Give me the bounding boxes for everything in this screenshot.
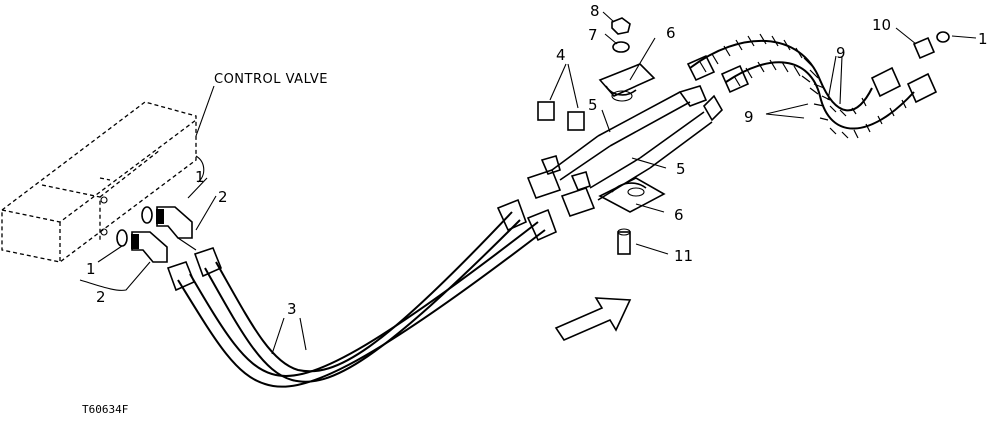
adapter-fitting-left xyxy=(526,155,562,199)
direction-arrow xyxy=(554,297,632,342)
callout-2-lower: 2 xyxy=(96,288,106,306)
callout-8: 8 xyxy=(590,2,600,20)
tube-end-fitting-upper xyxy=(678,85,708,107)
control-valve-label: CONTROL VALVE xyxy=(214,72,328,87)
o-ring-lower xyxy=(116,229,128,247)
clamp-upper xyxy=(598,63,656,102)
leader-lines xyxy=(79,11,977,355)
o-ring-upper xyxy=(141,206,153,224)
nut xyxy=(611,17,631,35)
callout-1-upper: 1 xyxy=(195,168,205,186)
wrapped-hose-end-lower xyxy=(720,64,750,94)
figure-id: T60634F xyxy=(82,403,128,416)
callout-2-upper: 2 xyxy=(218,188,228,206)
tube-lower xyxy=(589,111,713,201)
hose-assembly-rear xyxy=(193,198,528,383)
wrapped-hose-fitting-upper xyxy=(870,66,902,98)
callout-11: 11 xyxy=(674,247,693,265)
connector xyxy=(912,36,936,60)
control-valve-leader xyxy=(195,85,215,137)
callout-10: 10 xyxy=(872,16,891,34)
washer xyxy=(612,41,630,53)
callout-3: 3 xyxy=(287,300,297,318)
tube-upper xyxy=(551,91,691,181)
tube-end-fitting-lower xyxy=(703,94,723,122)
clamp-insert-left xyxy=(537,101,555,121)
wrapped-hose-fitting-lower xyxy=(906,72,938,104)
clamp-lower xyxy=(598,177,666,213)
clamp-insert-right xyxy=(567,111,585,131)
spacer xyxy=(617,231,631,255)
wrapped-hose-upper xyxy=(689,33,873,117)
elbow-fitting-upper xyxy=(156,206,197,251)
callout-5-upper: 5 xyxy=(588,96,598,114)
callout-6-lower: 6 xyxy=(674,206,684,224)
spacer-top xyxy=(617,228,631,236)
callout-9-upper: 9 xyxy=(836,44,846,62)
callout-5-lower: 5 xyxy=(676,160,686,178)
callout-7: 7 xyxy=(588,26,598,44)
wrapped-hose-lower xyxy=(725,59,915,139)
callout-6-upper: 6 xyxy=(666,24,676,42)
callout-9-lower: 9 xyxy=(744,108,754,126)
elbow-fitting-lower xyxy=(131,231,168,263)
callout-1-lower: 1 xyxy=(86,260,96,278)
o-ring-connector xyxy=(936,31,950,43)
control-valve xyxy=(1,101,197,263)
adapter-fitting-right xyxy=(560,171,596,217)
callout-1-connector: 1 xyxy=(978,30,988,48)
wrapped-hose-end-upper xyxy=(686,54,716,82)
callout-4: 4 xyxy=(556,46,566,64)
